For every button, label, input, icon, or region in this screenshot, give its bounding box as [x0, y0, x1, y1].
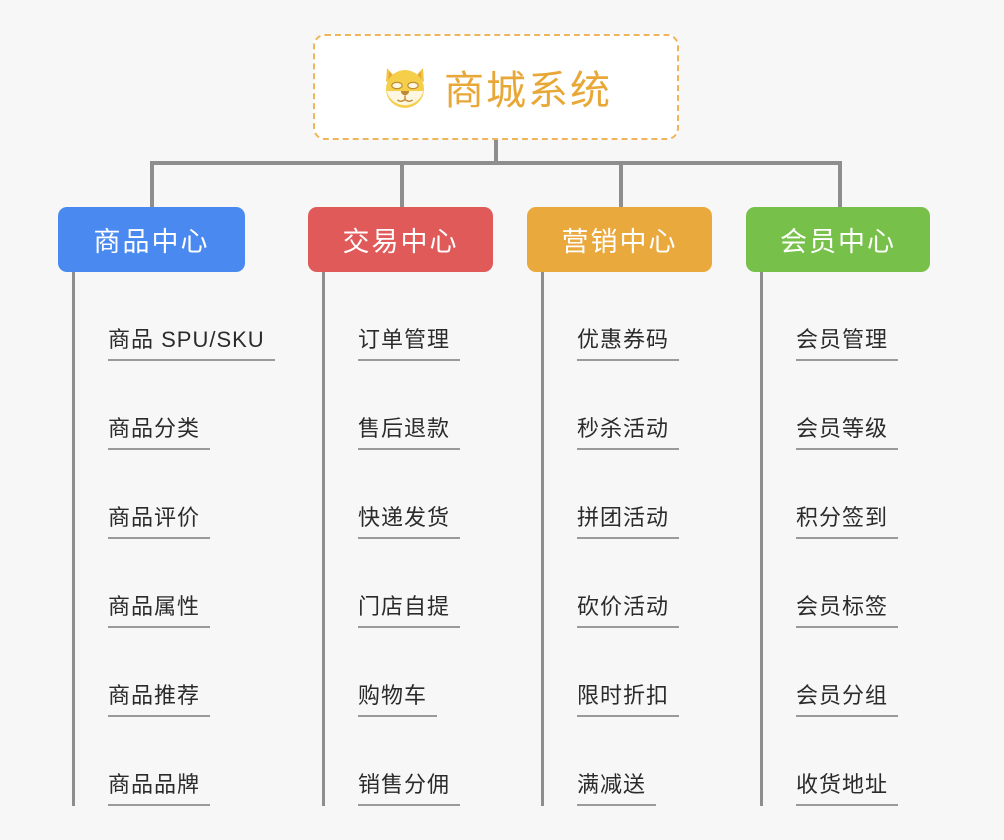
list-item[interactable]: 收货地址 — [763, 717, 930, 806]
category-header-label: 营销中心 — [561, 227, 678, 257]
leaf-label: 订单管理 — [358, 322, 461, 361]
connector-drop-1 — [150, 161, 154, 207]
leaf-label: 收货地址 — [796, 767, 899, 806]
list-item[interactable]: 会员分组 — [763, 628, 930, 717]
leaf-label: 销售分佣 — [358, 767, 461, 806]
list-item[interactable]: 会员等级 — [763, 361, 930, 450]
category-column-1: 商品中心 商品 SPU/SKU 商品分类 商品评价 商品属性 商品推荐 商品品牌 — [58, 207, 275, 806]
leaf-label: 会员标签 — [796, 589, 899, 628]
list-item[interactable]: 砍价活动 — [544, 539, 712, 628]
connector-horizontal-bus — [150, 161, 838, 165]
list-item[interactable]: 商品推荐 — [75, 628, 245, 717]
list-item[interactable]: 优惠券码 — [544, 272, 712, 361]
connector-root-stem — [494, 140, 498, 165]
category-column-3: 营销中心 优惠券码 秒杀活动 拼团活动 砍价活动 限时折扣 满减送 — [527, 207, 712, 806]
connector-drop-3 — [619, 161, 623, 207]
list-item[interactable]: 商品 SPU/SKU — [75, 272, 275, 361]
leaf-label: 购物车 — [358, 678, 438, 717]
category-header-4[interactable]: 会员中心 — [746, 207, 930, 272]
connector-drop-4 — [838, 161, 842, 207]
category-header-label: 交易中心 — [342, 227, 459, 257]
leaf-label: 门店自提 — [358, 589, 461, 628]
leaf-label: 会员分组 — [796, 678, 899, 717]
list-item[interactable]: 购物车 — [325, 628, 493, 717]
shiba-dog-face-icon — [380, 62, 430, 112]
leaf-label: 商品推荐 — [108, 678, 211, 717]
leaf-label: 商品属性 — [108, 589, 211, 628]
category-header-label: 会员中心 — [780, 227, 896, 257]
root-node[interactable]: 商城系统 — [313, 34, 679, 140]
list-item[interactable]: 限时折扣 — [544, 628, 712, 717]
leaf-label: 商品评价 — [108, 500, 211, 539]
list-item[interactable]: 商品分类 — [75, 361, 245, 450]
list-item[interactable]: 积分签到 — [763, 450, 930, 539]
leaf-label: 会员等级 — [796, 411, 899, 450]
list-item[interactable]: 满减送 — [544, 717, 712, 806]
leaf-list-3: 优惠券码 秒杀活动 拼团活动 砍价活动 限时折扣 满减送 — [541, 272, 712, 806]
leaf-label: 满减送 — [577, 767, 657, 806]
list-item[interactable]: 门店自提 — [325, 539, 493, 628]
list-item[interactable]: 拼团活动 — [544, 450, 712, 539]
list-item[interactable]: 售后退款 — [325, 361, 493, 450]
category-column-4: 会员中心 会员管理 会员等级 积分签到 会员标签 会员分组 收货地址 — [746, 207, 930, 806]
leaf-label: 商品分类 — [108, 411, 211, 450]
leaf-list-2: 订单管理 售后退款 快递发货 门店自提 购物车 销售分佣 — [322, 272, 493, 806]
leaf-label: 商品品牌 — [108, 767, 211, 806]
leaf-label: 限时折扣 — [577, 678, 680, 717]
leaf-label: 秒杀活动 — [577, 411, 680, 450]
leaf-label: 快递发货 — [358, 500, 461, 539]
list-item[interactable]: 秒杀活动 — [544, 361, 712, 450]
leaf-list-4: 会员管理 会员等级 积分签到 会员标签 会员分组 收货地址 — [760, 272, 930, 806]
category-header-2[interactable]: 交易中心 — [308, 207, 493, 272]
list-item[interactable]: 商品品牌 — [75, 717, 245, 806]
leaf-list-1: 商品 SPU/SKU 商品分类 商品评价 商品属性 商品推荐 商品品牌 — [72, 272, 275, 806]
list-item[interactable]: 商品评价 — [75, 450, 245, 539]
leaf-label: 砍价活动 — [577, 589, 680, 628]
leaf-label: 售后退款 — [358, 411, 461, 450]
category-column-2: 交易中心 订单管理 售后退款 快递发货 门店自提 购物车 销售分佣 — [308, 207, 493, 806]
leaf-label: 优惠券码 — [577, 322, 680, 361]
category-header-label: 商品中心 — [93, 227, 210, 257]
list-item[interactable]: 商品属性 — [75, 539, 245, 628]
connector-drop-2 — [400, 161, 404, 207]
category-header-1[interactable]: 商品中心 — [58, 207, 245, 272]
leaf-label: 积分签到 — [796, 500, 899, 539]
root-title: 商城系统 — [444, 69, 612, 113]
leaf-label: 商品 SPU/SKU — [108, 322, 275, 361]
list-item[interactable]: 订单管理 — [325, 272, 493, 361]
list-item[interactable]: 会员标签 — [763, 539, 930, 628]
leaf-label: 会员管理 — [796, 322, 899, 361]
list-item[interactable]: 快递发货 — [325, 450, 493, 539]
list-item[interactable]: 会员管理 — [763, 272, 930, 361]
leaf-label: 拼团活动 — [577, 500, 680, 539]
category-header-3[interactable]: 营销中心 — [527, 207, 712, 272]
list-item[interactable]: 销售分佣 — [325, 717, 493, 806]
